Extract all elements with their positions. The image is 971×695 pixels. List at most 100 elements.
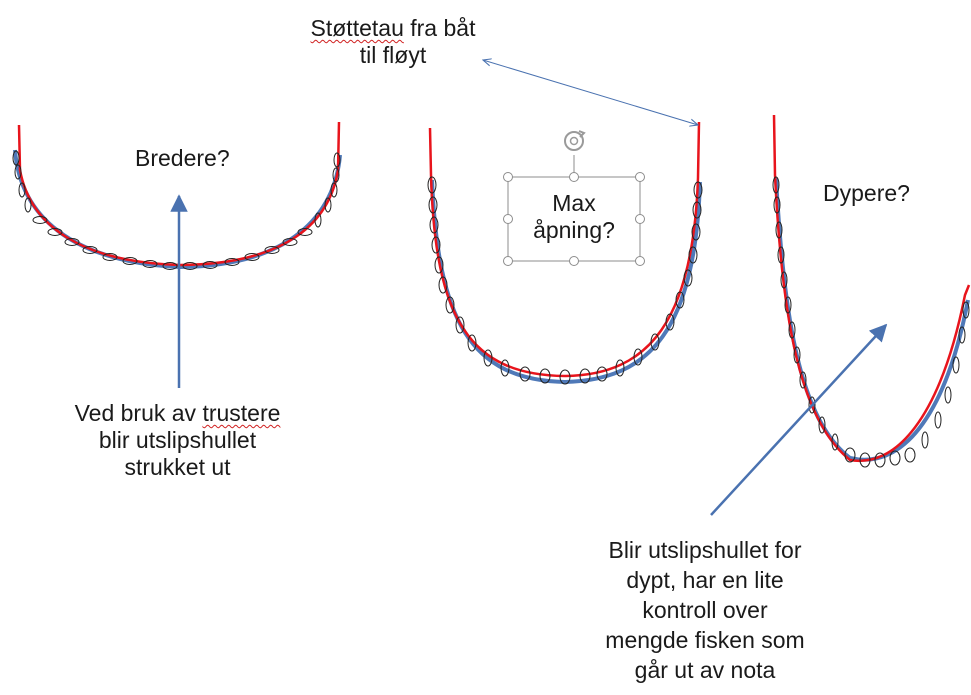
label-support-rope-rest: fra båt [403,15,476,41]
float-icon [559,369,571,385]
float-icon [182,262,198,270]
float-icon [808,396,816,414]
float-icon [775,221,783,239]
float-icon [467,334,477,352]
float-icon [944,386,952,404]
resize-handle[interactable] [503,172,513,182]
float-icon [82,246,98,254]
float-icon [18,182,26,198]
label-thrusters-word: trustere [202,400,281,426]
resize-handle[interactable] [503,214,513,224]
float-icon [958,326,966,344]
resize-handle[interactable] [635,256,645,266]
float-icon [12,150,20,166]
float-row-middle [427,176,703,385]
float-icon [142,260,158,268]
label-support-rope-line2: til fløyt [359,42,427,68]
label-thrusters: Ved bruk av trustere blir utslipshullet … [30,400,325,481]
float-icon [332,167,340,183]
float-icon [831,433,839,451]
float-icon [483,349,493,367]
float-icon [693,181,703,199]
float-icon [455,316,465,334]
float-icon [333,152,341,168]
resize-handle[interactable] [569,172,579,182]
float-icon [431,236,441,254]
float-icon [445,296,455,314]
float-icon [788,321,796,339]
float-icon [650,333,660,351]
label-thrusters-line2: blir utslipshullet [98,427,257,453]
float-icon [162,262,178,270]
float-icon [202,261,218,269]
float-icon [500,359,510,377]
float-icon [777,246,785,264]
float-icon [691,223,701,241]
float-icon [874,452,886,468]
resize-handle[interactable] [569,256,579,266]
float-icon [427,176,437,194]
float-icon [14,164,22,180]
label-max-line1: Max [552,190,596,216]
float-icon [799,371,807,389]
float-icon [688,246,698,264]
resize-handle[interactable] [503,256,513,266]
float-icon [429,216,439,234]
resize-handle[interactable] [635,172,645,182]
float-icon [889,450,901,466]
arrow-deeper [710,323,888,516]
float-icon [434,256,444,274]
arrow-support-rope [483,60,698,125]
float-icon [330,182,338,198]
label-wider: Bredere? [135,145,230,171]
label-max-line2: åpning? [533,217,615,243]
float-icon [224,258,240,266]
label-bottom-line5: går ut av nota [634,657,776,683]
float-icon [773,196,781,214]
float-icon [32,216,48,224]
float-icon [244,253,260,261]
float-icon [784,296,792,314]
resize-handle[interactable] [635,214,645,224]
label-support-rope: Støttetau fra båt til fløyt [283,15,503,69]
float-icon [428,196,438,214]
float-icon [596,366,608,382]
float-icon [438,276,448,294]
float-icon [539,368,551,384]
float-icon [962,301,970,319]
float-icon [772,176,780,194]
label-bottom-note: Blir utslipshullet for dypt, har en lite… [565,535,845,685]
float-icon [921,431,929,449]
float-icon [314,212,322,228]
float-icon [102,253,118,261]
float-icon [859,452,871,468]
float-icon [793,346,801,364]
float-icon [64,238,80,246]
float-icon [665,313,675,331]
float-icon [47,228,63,236]
float-icon [282,238,298,246]
float-icon [24,197,32,213]
float-icon [297,228,313,236]
float-icon [579,368,591,384]
label-bottom-line3: kontroll over [642,597,768,623]
float-icon [952,356,960,374]
label-max-opening[interactable]: Max åpning? [508,190,640,244]
rotate-handle-icon[interactable] [564,130,586,151]
label-bottom-line4: mengde fisken som [605,627,805,653]
text-selection-frame[interactable] [503,130,645,266]
label-support-rope-word: Støttetau [310,15,404,41]
float-icon [818,416,826,434]
float-row-wide [12,150,341,270]
float-icon [780,271,788,289]
net-deep [772,114,971,468]
float-icon [324,197,332,213]
float-icon [264,246,280,254]
float-icon [692,201,702,219]
label-thrusters-line3: strukket ut [124,454,231,480]
float-icon [519,366,531,382]
label-bottom-line2: dypt, har en lite [626,567,784,593]
float-icon [633,348,643,366]
float-icon [683,269,693,287]
